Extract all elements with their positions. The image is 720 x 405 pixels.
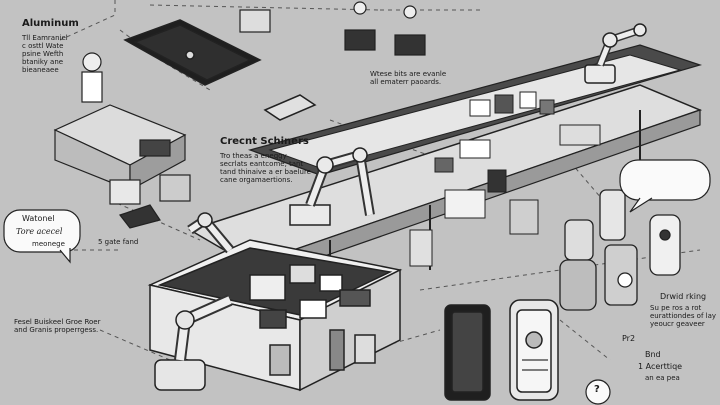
right-badge: Pr2 [622,334,636,343]
robot-arm-left [154,212,234,391]
bottom-left-text: Fesel Buiskeel Groe Roer and Granis prop… [14,318,101,335]
right-title: Drwid rking [660,292,707,301]
right-body: Su pe ros a rot eurattiondes of lay yeou… [650,304,717,329]
robot-arm-top-right [584,23,647,84]
bottom-right-small: an ea pea [645,374,680,382]
bubble-line-3: meonege [32,240,65,248]
bottom-right-title: Bnd [645,350,661,359]
tablet-device [123,19,317,121]
worker-station [53,52,191,229]
center-title: Crecnt Schiners [220,136,309,147]
top-left-title: Aluminum [22,18,79,29]
bubble-line-2: Tore acecel [16,227,63,236]
conveyor-components [409,91,601,267]
question-mark: ? [594,384,600,395]
center-note: Wtese bits are evanle all ematerr paoard… [370,70,447,87]
bottom-right-body: 1 Acerttiqe [638,362,683,371]
robot-arm-center [289,147,375,226]
bubble-line-1: Watonel [22,214,55,223]
battery-cylinders [559,189,681,311]
phones [444,299,559,401]
small-label: 5 gate fand [98,238,139,246]
center-body: Tro theas a eneqgy secrlats eantcome, ta… [220,152,311,185]
top-center-figures [239,1,426,56]
speech-bubbles [3,159,711,405]
top-left-body: Tll Eamraniel c osttl Wate psine Wefth b… [22,34,68,75]
